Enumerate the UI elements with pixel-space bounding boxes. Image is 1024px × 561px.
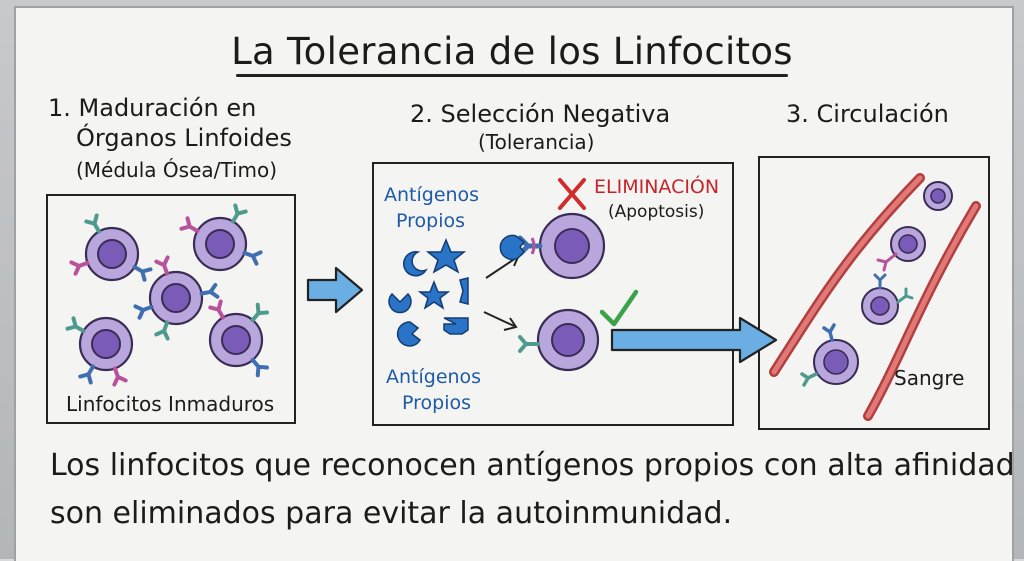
title-underline [236, 74, 788, 77]
arrow-step2-to-step3 [610, 316, 778, 364]
antigens-bottom-line2: Propios [402, 392, 472, 414]
circulating-lymphocyte-1 [923, 181, 953, 211]
footer-line1: Los linfocitos que reconocen antígenos p… [50, 448, 1015, 483]
step1-heading-line3: (Médula Ósea/Timo) [76, 158, 278, 182]
circulating-lymphocyte-2 [876, 226, 926, 272]
survival-check-icon [599, 289, 639, 327]
antigens-bottom-line1: Antígenos [386, 366, 482, 388]
step2-subheading: (Tolerancia) [478, 130, 595, 154]
step3-panel [758, 156, 990, 430]
tolerant-lymphocyte [518, 308, 600, 372]
footer-line2: son eliminados para evitar la autoinmuni… [50, 496, 733, 531]
arrow-step1-to-step2 [306, 266, 364, 314]
step1-heading-line1: 1. Maduración en [48, 94, 257, 122]
immature-lymphocyte-2 [179, 203, 263, 272]
diagram-title: La Tolerancia de los Linfocitos [231, 30, 793, 73]
arrow-to-elimination [485, 257, 517, 279]
blood-label: Sangre [894, 366, 965, 390]
immature-lymphocyte-1 [69, 213, 153, 282]
elimination-label: ELIMINACIÓN [594, 176, 720, 198]
step2-panel [372, 162, 734, 426]
arrow-to-survival [483, 311, 515, 327]
autoreactive-lymphocyte [538, 212, 606, 280]
step2-heading: 2. Selección Negativa [410, 100, 671, 128]
antigens-top-line1: Antígenos [384, 184, 480, 206]
immature-lymphocyte-5 [208, 299, 269, 378]
antigens-top-line2: Propios [396, 210, 466, 232]
receptor-antigen-binding [499, 234, 543, 261]
apoptosis-label: (Apoptosis) [608, 202, 705, 222]
circulating-lymphocyte-4 [800, 323, 859, 387]
step1-panel [46, 194, 296, 424]
step1-heading-line2: Órganos Linfoides [76, 124, 292, 152]
step3-heading: 3. Circulación [786, 100, 949, 128]
self-antigen-cluster [388, 238, 469, 347]
immature-lymphocyte-4 [65, 316, 134, 387]
step1-caption: Linfocitos Inmaduros [66, 392, 275, 416]
blood-vessel [769, 173, 981, 421]
elimination-cross-icon [558, 178, 586, 210]
circulating-lymphocyte-3 [861, 273, 914, 325]
